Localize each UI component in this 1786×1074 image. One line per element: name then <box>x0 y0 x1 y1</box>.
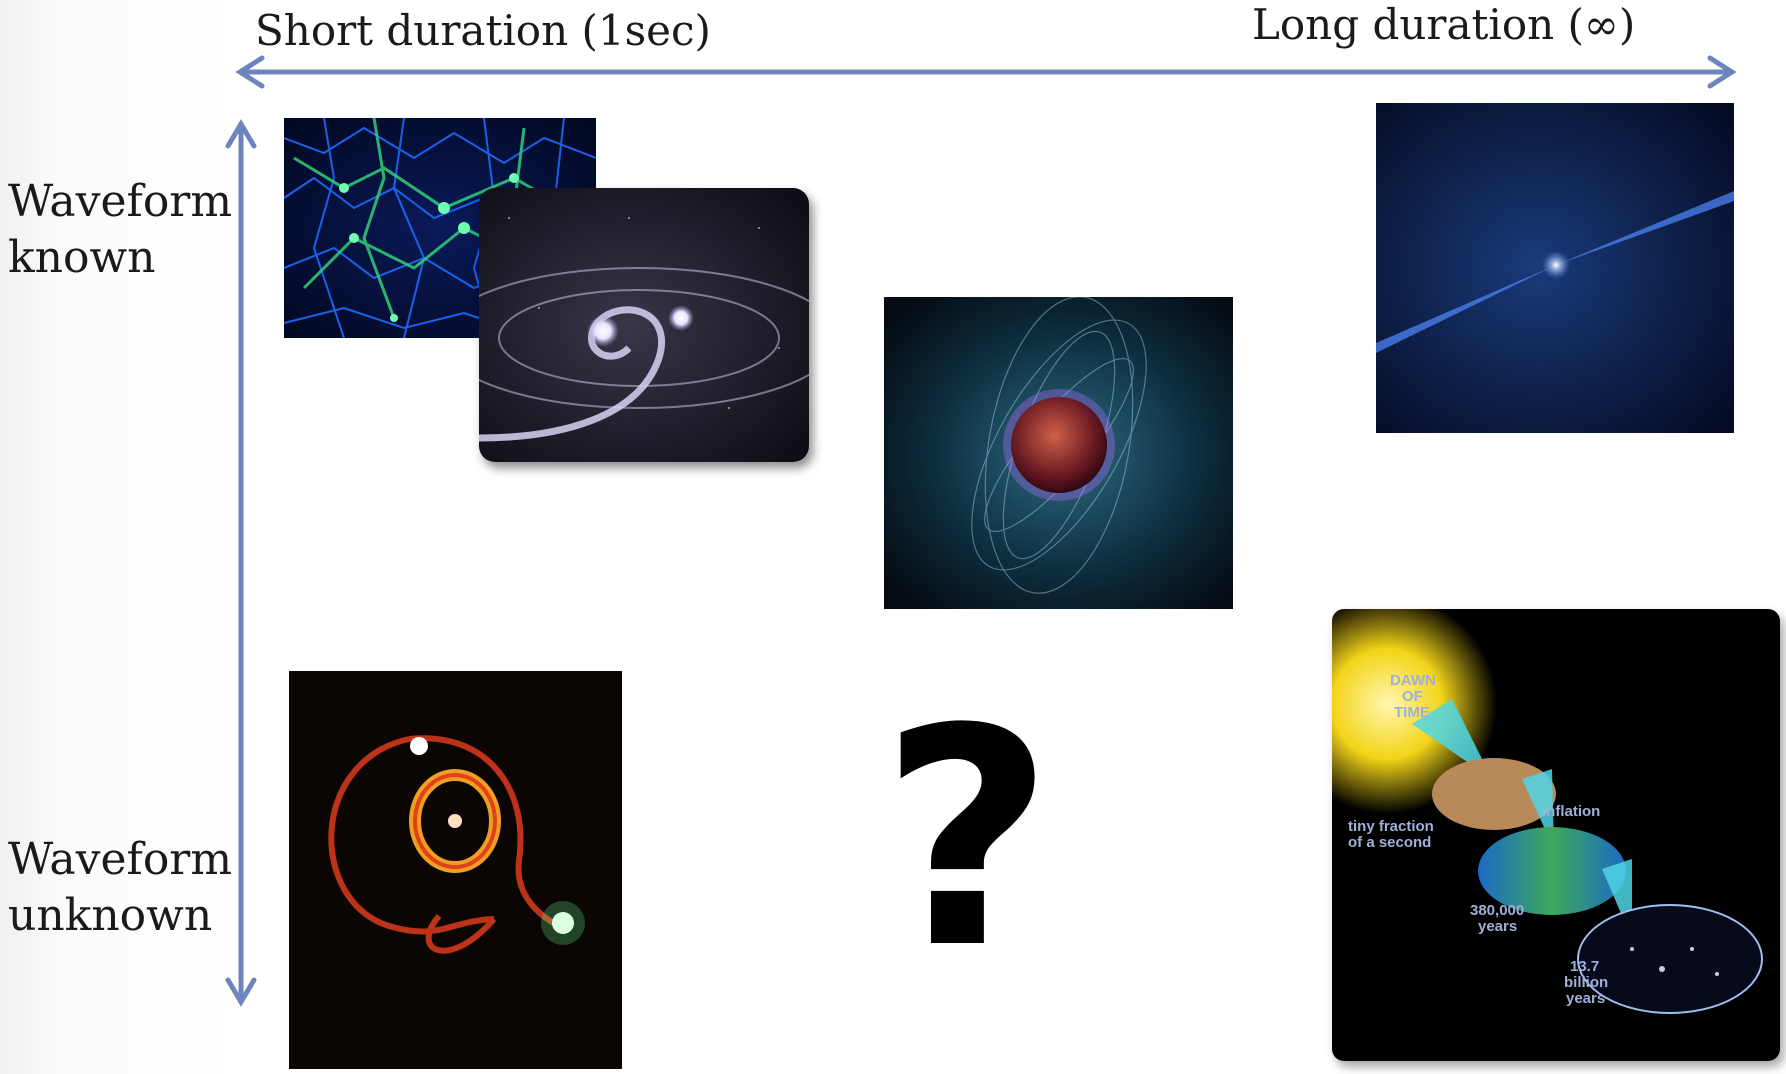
waveform-unknown-label: Waveform unknown <box>8 834 233 941</box>
supernova-1987a-image <box>289 671 622 1069</box>
dawn-label-3: TIME <box>1394 704 1430 721</box>
long-duration-label: Long duration (∞) <box>1252 0 1636 49</box>
tiny-fraction-label-1: tiny fraction <box>1348 818 1434 835</box>
inflation-label: inflation <box>1542 803 1600 820</box>
years13-label-2: billion <box>1564 974 1608 991</box>
years380-label-2: years <box>1478 918 1517 935</box>
cosmology-timeline-image: DAWN OF TIME tiny fraction of a second i… <box>1332 609 1780 1061</box>
dawn-label-2: OF <box>1402 688 1423 705</box>
neutron-star-image <box>884 297 1233 609</box>
tiny-fraction-label-2: of a second <box>1348 834 1431 851</box>
years13-label-3: years <box>1566 990 1605 1007</box>
short-duration-label: Short duration (1sec) <box>255 6 711 55</box>
years380-label-1: 380,000 <box>1470 902 1524 919</box>
waveform-known-label: Waveform known <box>8 176 233 283</box>
binary-inspiral-image <box>479 188 809 462</box>
years13-label-1: 13.7 <box>1570 958 1599 975</box>
unknown-question-mark: ? <box>880 665 1055 1014</box>
pulsar-image <box>1376 103 1734 433</box>
dawn-label-1: DAWN <box>1390 672 1436 689</box>
